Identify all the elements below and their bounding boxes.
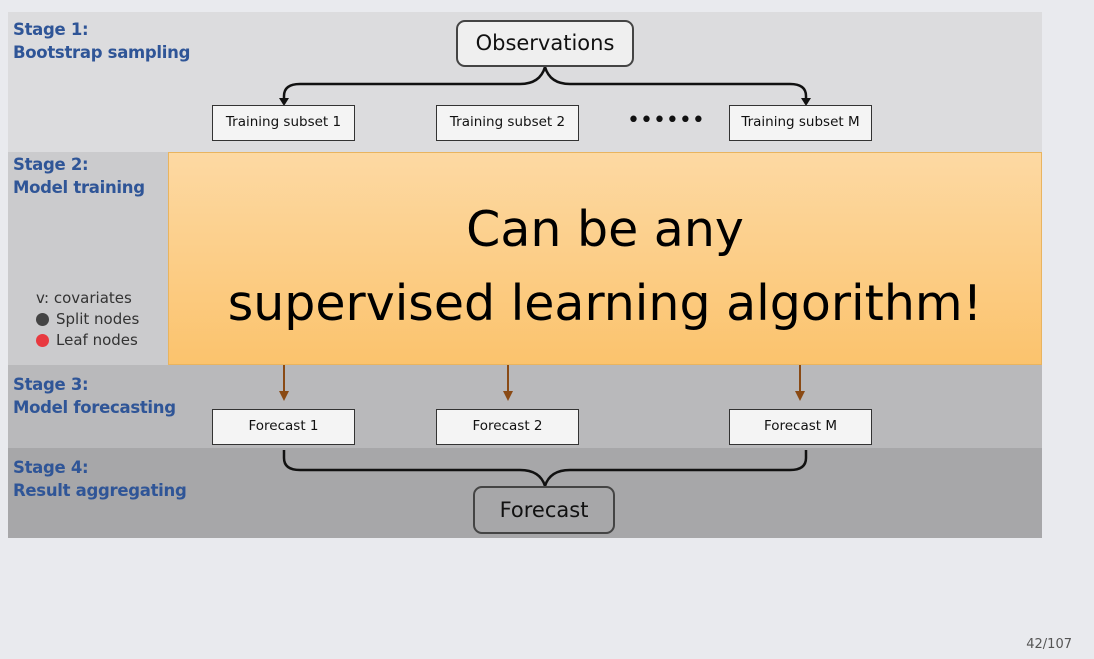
training-subset-m: Training subset M bbox=[729, 105, 872, 141]
stage-1-label: Stage 1:Bootstrap sampling bbox=[13, 20, 191, 62]
stage-4-label: Stage 4:Result aggregating bbox=[13, 458, 187, 500]
legend-title: v: covariates bbox=[36, 289, 132, 307]
forecast-arrows bbox=[279, 365, 805, 401]
split-node-dot-icon bbox=[36, 313, 49, 326]
legend-leaf: Leaf nodes bbox=[36, 330, 139, 351]
callout-line-2: supervised learning algorithm! bbox=[227, 275, 983, 332]
page-number: 42/107 bbox=[1026, 637, 1072, 652]
training-subset-2: Training subset 2 bbox=[436, 105, 579, 141]
legend: v: covariates Split nodes Leaf nodes bbox=[36, 288, 139, 351]
final-forecast-box: Forecast bbox=[473, 486, 615, 534]
forecast-m-box: Forecast M bbox=[729, 409, 872, 445]
forecast-1-box: Forecast 1 bbox=[212, 409, 355, 445]
observations-box: Observations bbox=[456, 20, 634, 67]
callout-overlay: Can be any supervised learning algorithm… bbox=[168, 152, 1042, 365]
stage-2-label: Stage 2:Model training bbox=[13, 155, 145, 197]
forecast-2-box: Forecast 2 bbox=[436, 409, 579, 445]
aggregate-bracket bbox=[282, 450, 808, 491]
stage-3-label: Stage 3:Model forecasting bbox=[13, 375, 176, 417]
leaf-node-dot-icon bbox=[36, 334, 49, 347]
training-subset-1: Training subset 1 bbox=[212, 105, 355, 141]
legend-split-label: Split nodes bbox=[56, 310, 140, 328]
legend-leaf-label: Leaf nodes bbox=[56, 331, 138, 349]
callout-line-1: Can be any bbox=[466, 201, 744, 258]
split-bracket bbox=[282, 62, 808, 104]
ellipsis: •••••• bbox=[627, 108, 705, 133]
legend-split: Split nodes bbox=[36, 309, 139, 330]
